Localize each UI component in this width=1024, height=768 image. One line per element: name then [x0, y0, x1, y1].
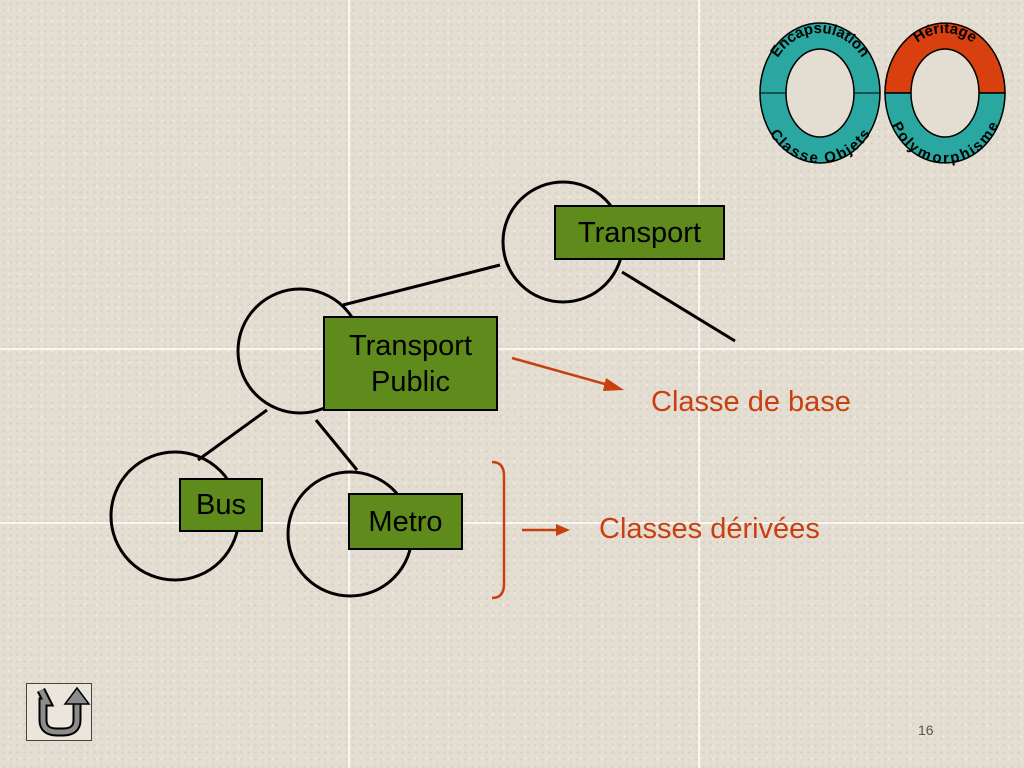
- edge-metro: [314, 419, 359, 471]
- metro-node-label: Metro: [368, 505, 443, 538]
- edge-transport-public: [342, 263, 501, 307]
- derived-classes-label: Classes dérivées: [599, 513, 820, 545]
- base-class-label: Classe de base: [651, 386, 851, 418]
- derived-classes-arrow: [522, 524, 570, 536]
- grid-line: [0, 522, 1024, 524]
- encapsulation-logo: Encapsulation Classe Objets: [759, 20, 881, 167]
- grid-line: [0, 348, 1024, 350]
- transport-public-label-line1: Transport: [348, 329, 473, 362]
- heritage-ring-inner: [910, 48, 980, 138]
- transport-public-label-line2: Public: [371, 365, 450, 398]
- edge-transport-other: [621, 270, 736, 343]
- edge-bus: [197, 408, 268, 462]
- transport-node-label: Transport: [577, 216, 702, 249]
- grid-line: [698, 0, 700, 768]
- page-number: 16: [918, 722, 934, 738]
- transport-node: Transport: [554, 205, 725, 260]
- derived-classes-bracket: [491, 460, 506, 600]
- encapsulation-ring-inner: [785, 48, 855, 138]
- u-turn-back-icon: [36, 686, 91, 737]
- base-class-arrow: [511, 356, 624, 391]
- heritage-logo: Héritage Polymorphisme: [884, 20, 1006, 167]
- metro-node: Metro: [348, 493, 463, 550]
- bus-node-label: Bus: [196, 489, 246, 521]
- transport-public-node: Transport Public: [323, 316, 498, 411]
- bus-node: Bus: [179, 478, 263, 532]
- back-button[interactable]: [26, 683, 92, 741]
